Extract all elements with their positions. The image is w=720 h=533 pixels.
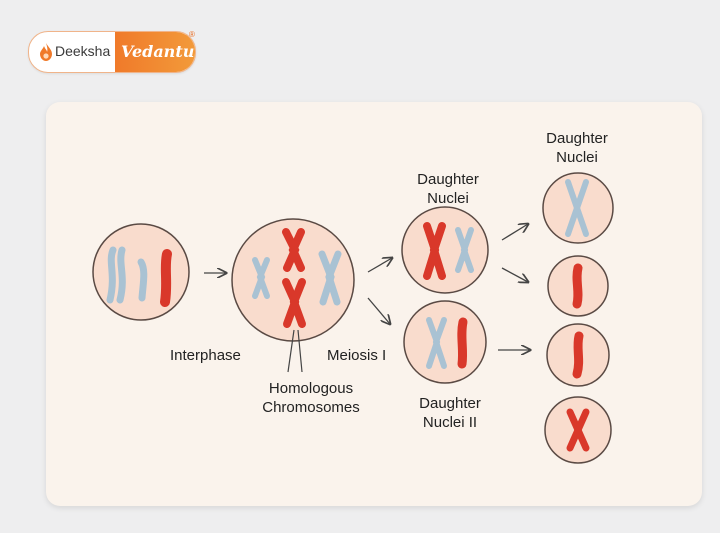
interphase-cell xyxy=(92,223,190,321)
label-daughter-nuclei-right: Daughter Nuclei xyxy=(546,130,608,166)
final-cell-1 xyxy=(542,172,614,244)
chromosome-red xyxy=(574,408,590,452)
arrow xyxy=(367,258,392,273)
arrow xyxy=(367,297,390,324)
final-cell-3 xyxy=(546,323,610,387)
meiosis-diagram xyxy=(92,172,614,464)
chromosome-red xyxy=(289,278,306,328)
arrow xyxy=(501,224,528,241)
final-cell-2 xyxy=(547,255,609,317)
chromosome-red xyxy=(572,331,584,379)
chromosome-red xyxy=(288,228,305,272)
chromosome-blue xyxy=(460,227,474,273)
meiosis1-cell xyxy=(231,218,355,373)
daughter-nuclei-ii-cell xyxy=(403,300,487,384)
label-daughter-nuclei-ii: Daughter Nuclei II xyxy=(419,395,481,431)
chromosome-blue xyxy=(137,258,148,302)
logo-right-panel: Vedantu xyxy=(115,32,195,72)
chromosome-blue xyxy=(432,317,447,369)
chromosome-blue xyxy=(106,246,117,304)
chromosome-blue xyxy=(325,250,342,306)
label-homologous-chromosomes: Homologous Chromosomes xyxy=(262,380,360,416)
chromosome-red xyxy=(429,222,446,280)
logo-left-panel: Deeksha xyxy=(29,32,117,72)
chromosome-red xyxy=(160,249,172,307)
label-interphase: Interphase xyxy=(170,347,241,364)
logo-brand-primary: Deeksha xyxy=(55,43,111,59)
diagram-card: Interphase Meiosis I Homologous Chromoso… xyxy=(46,102,702,506)
flame-icon xyxy=(40,43,52,61)
chromosome-blue xyxy=(256,257,270,299)
daughter-nuclei-top-cell xyxy=(401,206,489,294)
label-meiosis1: Meiosis I xyxy=(327,347,387,364)
final-cell-4 xyxy=(544,396,612,464)
registered-mark: ® xyxy=(189,30,195,39)
label-daughter-nuclei-top: Daughter Nuclei xyxy=(417,171,479,207)
chromosome-red xyxy=(572,263,583,309)
chromosome-blue xyxy=(573,179,589,237)
chromosome-blue xyxy=(116,246,126,304)
chromosome-red xyxy=(457,317,468,369)
brand-logo: Deeksha Vedantu xyxy=(28,31,196,73)
logo-brand-secondary: Vedantu xyxy=(121,42,195,61)
arrow xyxy=(501,267,528,282)
